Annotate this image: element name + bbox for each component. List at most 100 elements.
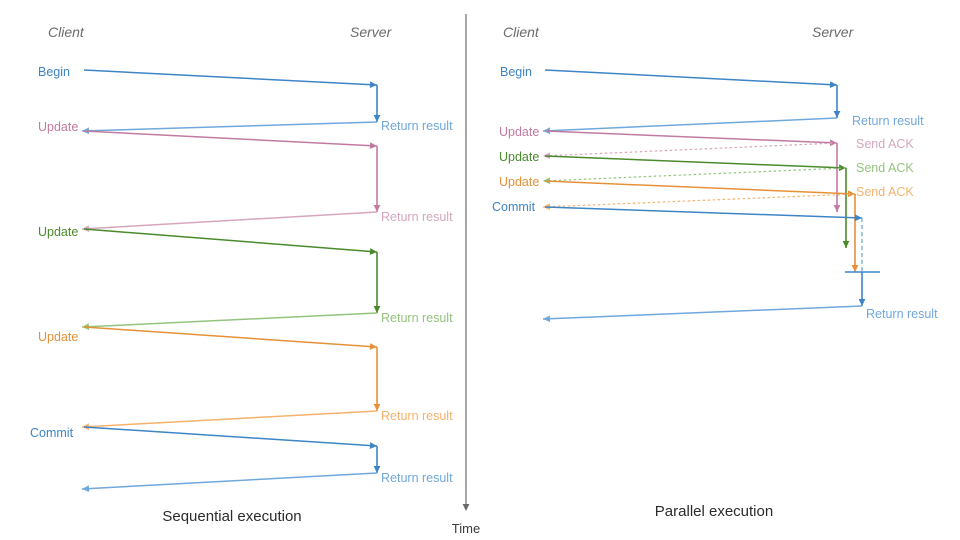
message-update1-processing: [373, 146, 381, 212]
arrowhead: [369, 248, 377, 255]
message-update2: Update: [499, 150, 847, 172]
panel-caption-parallel: Parallel execution: [655, 503, 773, 520]
response-arrow: [542, 117, 838, 132]
message-commit: Commit: [30, 426, 378, 449]
response-arrow: [542, 305, 863, 320]
arrowhead: [369, 142, 377, 150]
response-arrow: [81, 312, 378, 328]
arrowhead: [82, 485, 90, 493]
message-label: Update: [38, 330, 78, 344]
arrowhead-down: [373, 205, 381, 212]
time-axis-layer: Time: [452, 14, 480, 536]
arrowhead: [829, 81, 837, 89]
response-arrow: [81, 472, 378, 490]
message-label: Return result: [852, 114, 924, 128]
arrowhead: [847, 190, 855, 198]
message-begin-processing: [833, 85, 841, 118]
arrowhead: [369, 442, 377, 449]
arrowhead-down: [373, 115, 381, 122]
message-update1-return: Return result: [81, 210, 453, 232]
lane-title-server: Server: [812, 24, 855, 40]
message-commit-return: Return result: [81, 471, 453, 493]
message-label: Return result: [866, 307, 938, 321]
arrowhead-down: [373, 466, 381, 473]
message-label: Return result: [381, 409, 453, 423]
arrowhead-down: [851, 265, 859, 272]
lane-title-client: Client: [48, 24, 85, 40]
request-arrow: [83, 130, 378, 147]
message-label: Begin: [38, 65, 70, 79]
message-update3-processing: [851, 194, 859, 272]
message-update1-ack: Send ACK: [542, 137, 914, 160]
message-label: Commit: [492, 200, 536, 214]
lane-title-server: Server: [350, 24, 393, 40]
arrowhead: [369, 81, 377, 89]
message-update1: Update: [38, 120, 378, 150]
arrowhead: [838, 164, 846, 172]
message-begin-processing: [373, 85, 381, 122]
message-update2-processing: [842, 168, 850, 248]
response-arrow: [542, 167, 847, 182]
arrowhead-down: [373, 404, 381, 411]
message-label: Begin: [500, 65, 532, 79]
panel-caption-sequential: Sequential execution: [162, 508, 301, 525]
message-update3: Update: [499, 175, 856, 198]
message-label: Update: [38, 225, 78, 239]
message-label: Update: [499, 150, 539, 164]
request-arrow: [544, 130, 838, 144]
message-label: Send ACK: [856, 161, 914, 175]
arrowhead-down: [833, 205, 841, 212]
message-update1-processing: [833, 143, 841, 212]
request-arrow: [83, 69, 378, 86]
response-arrow: [542, 193, 856, 208]
message-label: Return result: [381, 471, 453, 485]
response-arrow: [81, 410, 378, 428]
message-label: Update: [38, 120, 78, 134]
request-arrow: [83, 228, 378, 253]
message-update2-return: Return result: [81, 311, 453, 331]
response-arrow: [81, 211, 378, 230]
message-label: Update: [499, 175, 539, 189]
message-label: Update: [499, 125, 539, 139]
request-arrow: [544, 155, 847, 169]
message-update3-return: Return result: [81, 409, 453, 431]
arrowhead-down: [842, 241, 850, 248]
message-commit-return: Return result: [542, 305, 938, 323]
message-begin-return: Return result: [81, 119, 453, 135]
message-commit: Commit: [492, 200, 863, 222]
message-commit-processing: [373, 446, 381, 473]
message-begin: Begin: [500, 65, 838, 89]
message-label: Return result: [381, 119, 453, 133]
arrowhead-down: [833, 111, 841, 118]
response-arrow: [542, 142, 838, 157]
response-arrow: [81, 121, 378, 132]
message-update3-processing: [373, 347, 381, 411]
message-begin: Begin: [38, 65, 378, 89]
arrowhead-down: [858, 299, 866, 306]
message-update2-ack: Send ACK: [542, 161, 914, 185]
message-label: Commit: [30, 426, 74, 440]
time-axis-arrowhead: [462, 504, 470, 511]
lane-title-client: Client: [503, 24, 540, 40]
request-arrow: [544, 180, 856, 195]
message-update2-processing: [373, 252, 381, 313]
request-arrow: [544, 206, 863, 219]
arrowhead: [543, 315, 551, 323]
message-label: Send ACK: [856, 185, 914, 199]
request-arrow: [83, 326, 378, 348]
time-axis-label: Time: [452, 521, 480, 536]
message-update3: Update: [38, 326, 378, 350]
arrowhead: [829, 139, 837, 147]
message-begin-return: Return result: [542, 114, 924, 135]
message-label: Send ACK: [856, 137, 914, 151]
message-update2: Update: [38, 225, 378, 255]
request-arrow: [544, 69, 838, 86]
arrowhead: [369, 343, 377, 350]
arrowhead: [854, 214, 862, 222]
message-update1: Update: [499, 125, 838, 147]
arrowhead-down: [373, 306, 381, 313]
